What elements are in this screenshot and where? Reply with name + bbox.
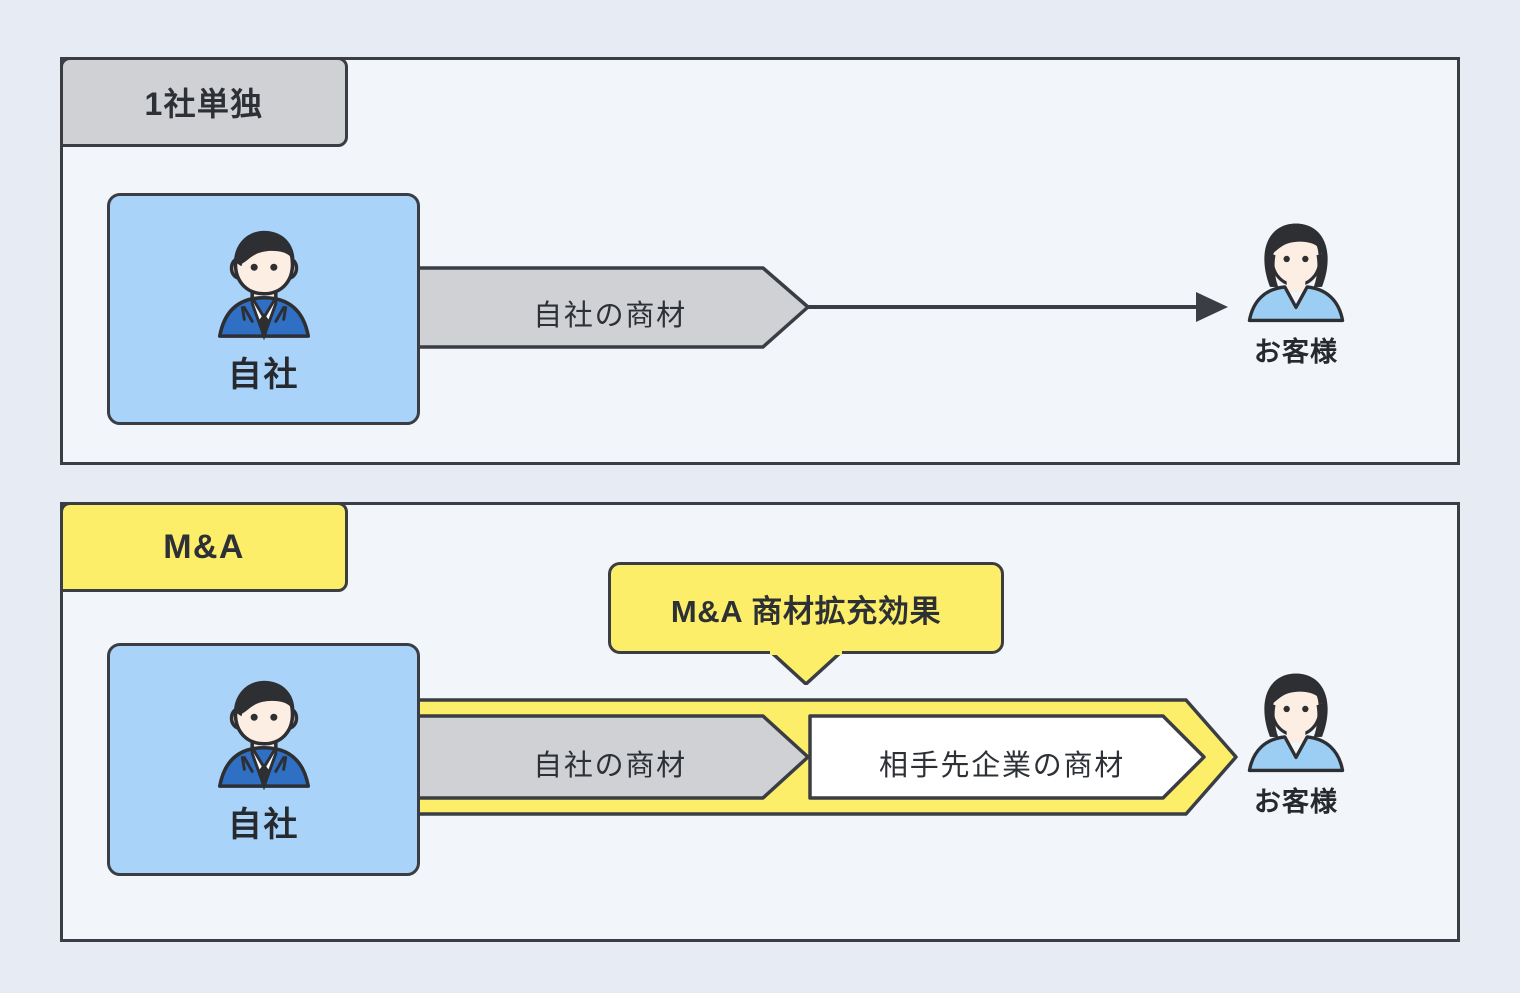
flow-label-own-products-ma: 自社の商材 (533, 750, 687, 782)
businessman-icon (217, 230, 310, 340)
flow-label-partner-products-ma: 相手先企業の商材 (879, 750, 1125, 782)
customer-label-ma: お客様 (1253, 787, 1339, 817)
tab-single-company-label: 1社単独 (144, 86, 264, 122)
customer-label-single: お客様 (1253, 337, 1339, 367)
customer-single: お客様 (1216, 218, 1376, 369)
company-box-single: 自社 (107, 193, 420, 425)
customer-woman-icon (1247, 673, 1345, 773)
callout-ma-effect: M&A 商材拡充効果 (608, 562, 1004, 654)
tab-ma: M&A (60, 502, 348, 592)
callout-ma-effect-text: M&A 商材拡充効果 (670, 593, 942, 629)
tab-ma-label: M&A (163, 527, 245, 566)
company-label-single: 自社 (227, 355, 300, 394)
customer-woman-icon (1247, 223, 1345, 323)
tab-single-company: 1社単独 (60, 57, 348, 147)
company-box-ma: 自社 (107, 643, 420, 876)
flow-label-own-products-single: 自社の商材 (533, 300, 687, 332)
customer-ma: お客様 (1216, 668, 1376, 819)
businessman-icon (217, 680, 310, 791)
callout-tail-icon (770, 651, 842, 685)
company-label-ma: 自社 (227, 806, 300, 844)
